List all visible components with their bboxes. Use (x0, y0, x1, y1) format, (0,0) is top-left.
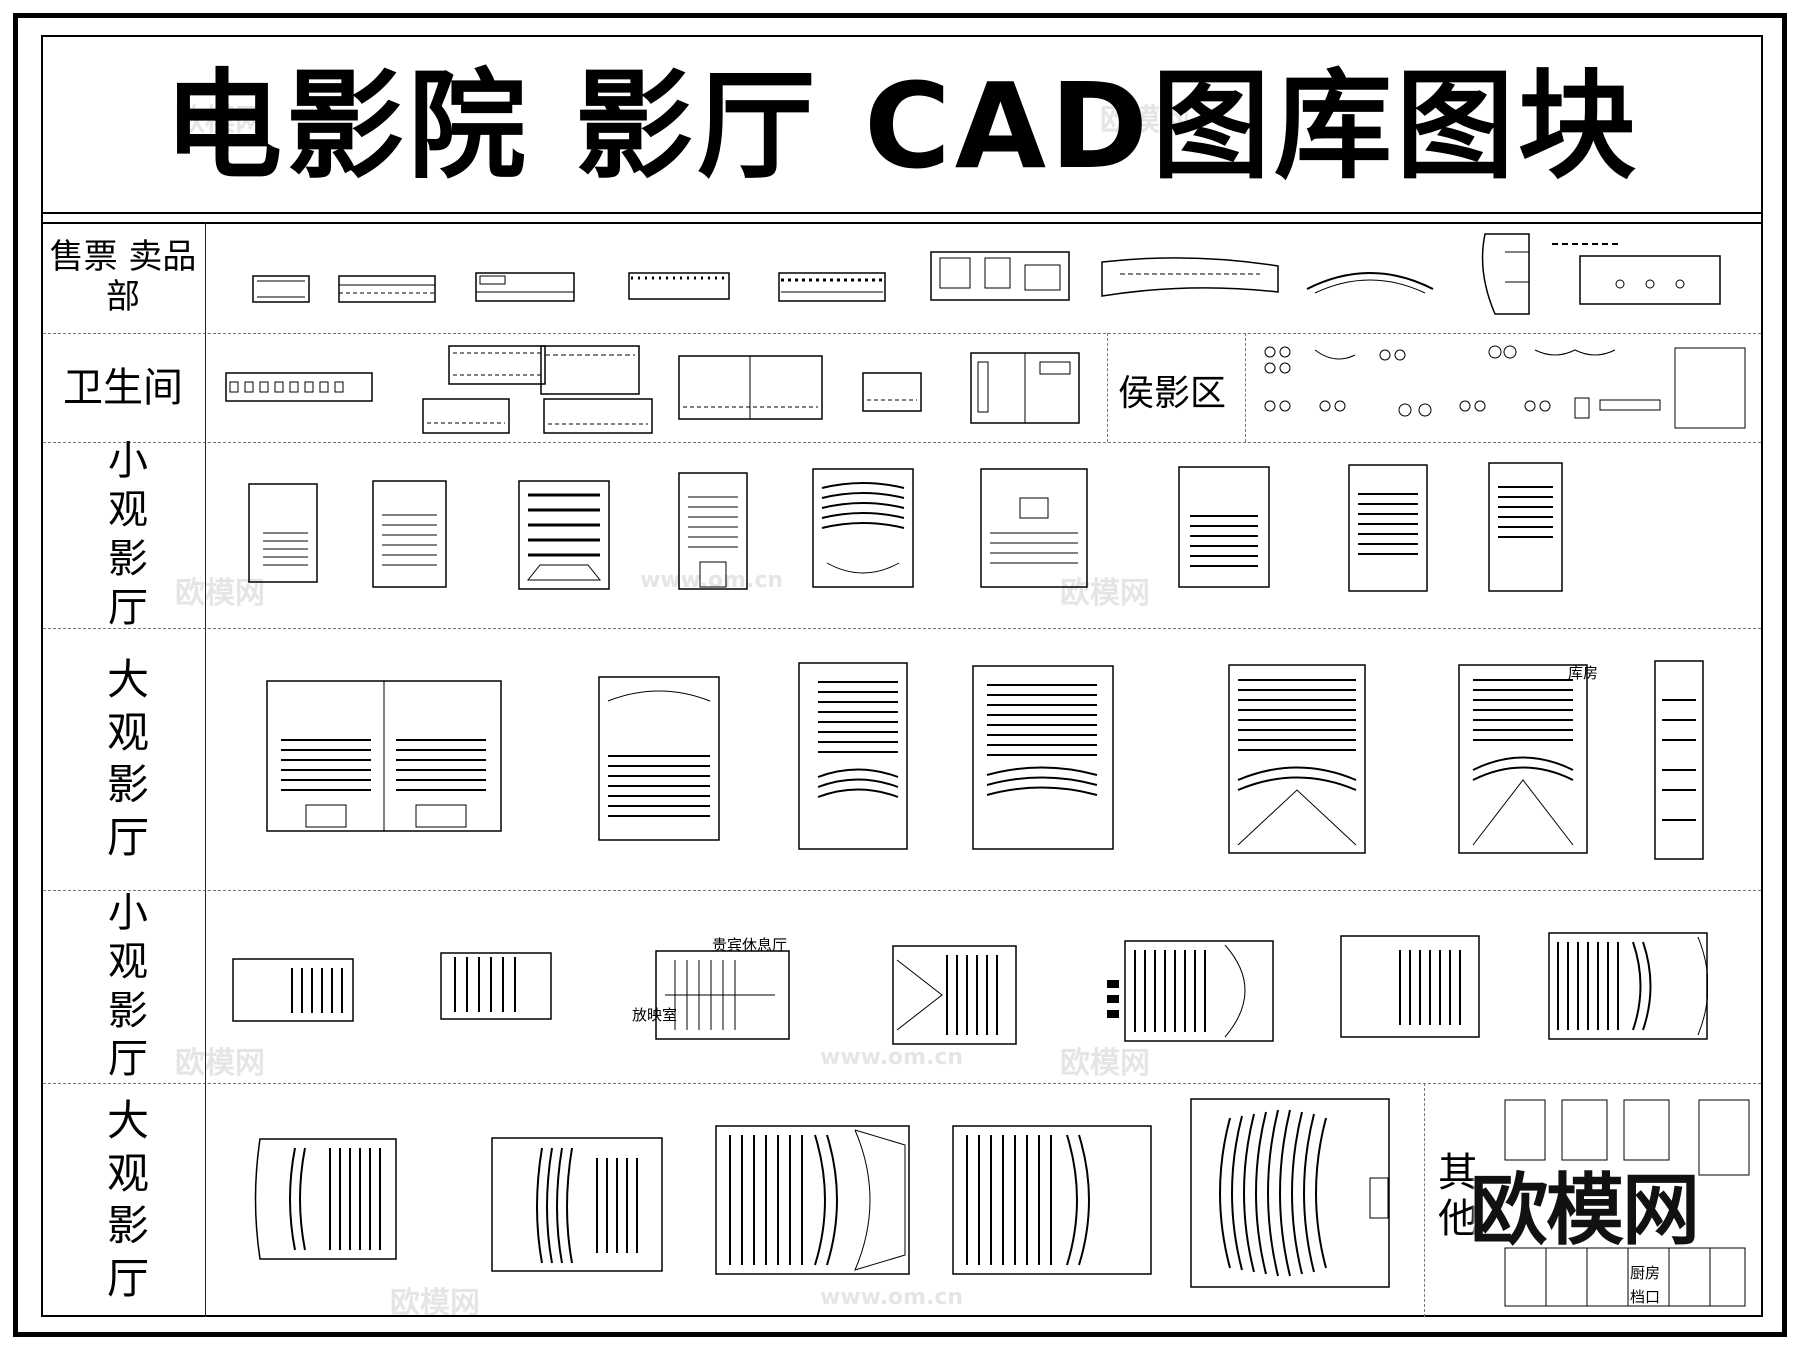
cad-thumbnail (1654, 660, 1704, 860)
cad-thumbnail (518, 480, 610, 590)
cad-thumbnail (543, 398, 653, 434)
sub-divider (1107, 333, 1108, 442)
cad-thumbnail (252, 275, 310, 303)
cad-thumbnail (440, 952, 552, 1020)
cad-thumbnail (980, 468, 1088, 588)
cad-thumbnail (1105, 940, 1275, 1042)
page-title: 电影院 影厅 CAD图库图块 (163, 56, 1641, 195)
drawing-label-projection-room: 放映室 (632, 1006, 678, 1024)
title-divider (43, 212, 1761, 214)
cad-thumbnail (930, 240, 1070, 302)
cad-thumbnail (970, 352, 1080, 424)
cad-thumbnail (1504, 1098, 1754, 1308)
title-divider-2 (43, 222, 1761, 224)
cad-thumbnail (892, 945, 1017, 1045)
cad-thumbnail (225, 372, 373, 402)
cad-thumbnail (372, 480, 447, 588)
cad-thumbnail (448, 345, 546, 385)
drawing-label-storage: 库房 (1568, 664, 1599, 682)
cad-thumbnail (1488, 462, 1563, 592)
cad-thumbnail (1458, 660, 1588, 855)
cad-thumbnail (1255, 340, 1755, 436)
row-label-restroom: 卫生间 (63, 364, 183, 411)
drawing-label-counter: 档口 (1630, 1288, 1661, 1306)
cad-thumbnail (678, 355, 823, 420)
row-divider (43, 442, 1761, 443)
inner-frame (41, 35, 1763, 1317)
row-label-small-hall-1: 小 观 影 厅 (108, 438, 148, 631)
cad-thumbnail (1348, 464, 1428, 592)
cad-thumbnail (678, 472, 748, 590)
cad-thumbnail (540, 345, 640, 395)
outer-frame (13, 13, 1787, 1337)
row-divider (43, 628, 1761, 629)
row-divider (43, 890, 1761, 891)
cad-thumbnail (232, 958, 354, 1022)
row-divider (43, 1083, 1761, 1084)
sub-divider (1245, 333, 1246, 442)
cad-thumbnail (972, 665, 1114, 850)
cad-thumbnail (1100, 252, 1280, 300)
cad-thumbnail (715, 1125, 910, 1275)
cad-thumbnail (1178, 466, 1270, 588)
cad-thumbnail (1550, 236, 1725, 306)
drawing-label-vip-lounge: 贵宾休息厅 (712, 936, 788, 954)
cad-thumbnail (812, 468, 914, 588)
row-label-others: 其 他 (1438, 1150, 1478, 1242)
cad-thumbnail (1305, 255, 1435, 295)
cad-thumbnail (1228, 660, 1366, 855)
cad-thumbnail (1190, 1098, 1390, 1288)
cad-thumbnail (598, 676, 720, 841)
drawing-label-kitchen: 厨房 (1630, 1264, 1661, 1282)
cad-thumbnail (482, 1123, 672, 1273)
cad-thumbnail (338, 275, 436, 303)
cad-thumbnail (655, 950, 790, 1040)
row-label-waiting-area: 侯影区 (1118, 373, 1227, 414)
row-label-ticket-concession: 售票 卖品部 (49, 237, 197, 317)
cad-thumbnail (250, 1138, 398, 1260)
watermark-logo-large: 欧模网 (1470, 1166, 1700, 1256)
cad-thumbnail (248, 483, 318, 583)
cad-thumbnail (1475, 232, 1531, 316)
sub-divider (1424, 1083, 1425, 1317)
cad-thumbnail (862, 372, 922, 412)
row-divider (43, 333, 1761, 334)
cad-thumbnail (952, 1125, 1152, 1275)
cad-thumbnail (1340, 935, 1480, 1038)
cad-thumbnail (475, 272, 575, 302)
cad-thumbnail (1548, 932, 1708, 1040)
cad-thumbnail (266, 680, 502, 845)
row-label-large-hall-2: 大 观 影 厅 (106, 1096, 149, 1303)
cad-thumbnail (778, 272, 886, 302)
cad-thumbnail (798, 662, 908, 850)
row-label-small-hall-2: 小 观 影 厅 (108, 889, 148, 1083)
cad-thumbnail (628, 272, 730, 300)
row-label-large-hall-1: 大 观 影 厅 (106, 655, 149, 862)
label-column-divider (205, 222, 206, 1317)
cad-thumbnail (422, 398, 510, 434)
